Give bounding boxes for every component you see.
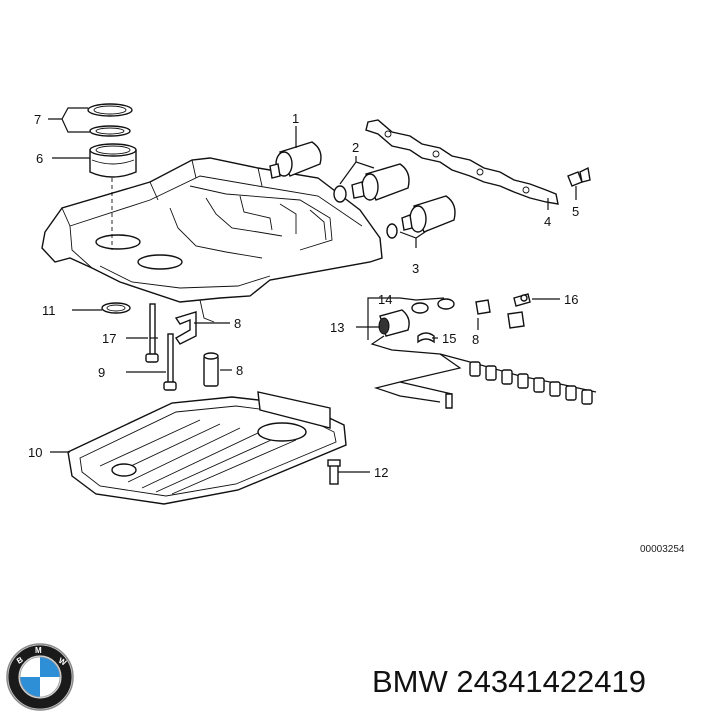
- bolt-5: [567, 166, 591, 187]
- sleeve: [89, 143, 137, 178]
- bracket-9: [174, 311, 197, 345]
- callout-6: 6: [36, 151, 43, 166]
- callout-8-left: 8: [236, 363, 243, 378]
- callout-7: 7: [34, 112, 41, 127]
- part-number-caption: BMW 24341422419: [372, 664, 647, 699]
- svg-text:W: W: [57, 656, 68, 668]
- callout-12: 11: [42, 303, 56, 318]
- callout-1: 1: [292, 111, 299, 126]
- callout-14: 13: [330, 320, 344, 335]
- callout-labels: 7 6 1 2 4 5 3 11 17 9 8 8 10 12 13 14 15…: [28, 111, 685, 555]
- callout-10: 9: [98, 365, 105, 380]
- svg-text:B: B: [15, 655, 25, 666]
- oil-pan-filter: [67, 391, 347, 505]
- screw-13: [327, 459, 341, 485]
- valve-body: [41, 157, 383, 323]
- bmw-logo: B M W: [6, 643, 74, 711]
- callout-13: 12: [374, 465, 388, 480]
- o-ring-upper: [87, 103, 133, 117]
- callout-17: 16: [564, 292, 578, 307]
- callout-9: 8: [234, 316, 241, 331]
- solenoid-valve-1: [269, 141, 322, 179]
- solenoid-valve-3: [386, 195, 456, 239]
- callout-18: 17: [102, 331, 116, 346]
- connector-block: [469, 361, 593, 405]
- callout-3: 3: [412, 261, 419, 276]
- solenoid-valve-2: [333, 163, 410, 203]
- wiring-harness: [370, 293, 597, 409]
- o-ring-lower: [89, 125, 131, 137]
- svg-text:M: M: [35, 646, 42, 655]
- callout-16: 15: [442, 331, 456, 346]
- callout-15: 14: [378, 292, 392, 307]
- bolt-10: [163, 333, 177, 391]
- callout-11: 10: [28, 445, 42, 460]
- plug-8-left: [203, 352, 219, 387]
- o-ring-12: [101, 302, 131, 314]
- callout-8-right: 8: [472, 332, 479, 347]
- bolt-18: [145, 303, 159, 363]
- callout-4: 4: [544, 214, 551, 229]
- leader-lines: [48, 107, 577, 473]
- callout-2: 2: [352, 140, 359, 155]
- callout-5: 5: [572, 204, 579, 219]
- retaining-bar: [365, 119, 559, 205]
- harness-socket: [378, 309, 410, 337]
- reference-code: 00003254: [640, 544, 685, 555]
